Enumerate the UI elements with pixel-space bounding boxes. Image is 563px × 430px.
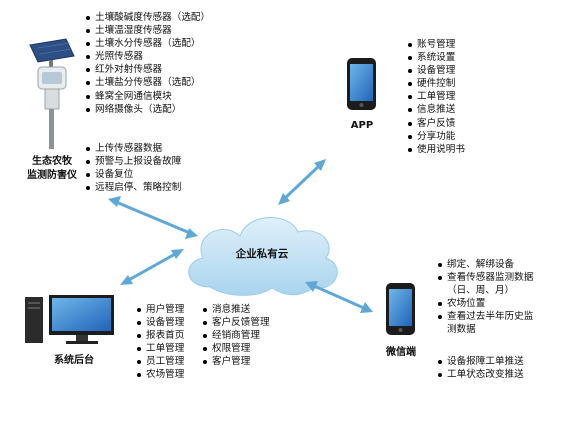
- list-item: 使用说明书: [408, 143, 465, 156]
- device-label: 生态农牧 监测防害仪: [18, 155, 86, 183]
- list-item: 消息推送: [203, 303, 270, 316]
- list-item: 工单状态改变推送: [438, 368, 524, 381]
- list-item: 土壤水分传感器（选配）: [86, 37, 210, 50]
- arrow-wechat-cloud: [305, 281, 373, 313]
- app-feature-list: 账号管理 系统设置 设备管理 硬件控制 工单管理 信息推送 客户反馈 分享功能 …: [408, 38, 465, 156]
- list-item: 土壤温湿度传感器: [86, 24, 210, 37]
- list-item: 绑定、解绑设备: [438, 258, 533, 271]
- list-item: 土壤盐分传感器（选配）: [86, 76, 210, 89]
- device-label-line1: 生态农牧: [32, 156, 72, 167]
- backend-label: 系统后台: [54, 355, 94, 366]
- arrow-app-cloud: [278, 159, 326, 205]
- wechat-label: 微信端: [386, 347, 416, 358]
- device-label-line2: 监测防害仪: [27, 170, 77, 181]
- monitoring-device-icon: [29, 38, 75, 149]
- cloud-icon: [188, 217, 338, 296]
- arrow-device-cloud: [108, 196, 198, 239]
- wechat-feature-list-b: 设备报障工单推送 工单状态改变推送: [438, 355, 524, 381]
- device-function-list: 上传传感器数据 预警与上报设备故障 设备复位 远程启停、策略控制: [86, 142, 181, 194]
- list-item: 查看过去半年历史监: [438, 310, 533, 323]
- app-label: APP: [350, 120, 374, 131]
- list-item: 员工管理: [137, 355, 184, 368]
- list-item: 光照传感器: [86, 50, 210, 63]
- backend-list-col1: 用户管理 设备管理 报表首页 工单管理 员工管理 农场管理: [137, 303, 184, 382]
- list-item-continuation: （日、周、月）: [447, 285, 515, 297]
- list-item: 客户反馈: [408, 117, 465, 130]
- list-item: 预警与上报设备故障: [86, 155, 181, 168]
- list-item: 农场管理: [137, 368, 184, 381]
- list-item: 设备复位: [86, 168, 181, 181]
- app-phone-icon: [347, 58, 376, 110]
- list-item: 硬件控制: [408, 77, 465, 90]
- list-item: 分享功能: [408, 130, 465, 143]
- list-item: 远程启停、策略控制: [86, 181, 181, 194]
- list-item: 土壤酸碱度传感器（选配）: [86, 11, 210, 24]
- arrow-backend-cloud: [120, 249, 184, 285]
- list-item: 工单管理: [408, 90, 465, 103]
- list-item: 设备管理: [408, 64, 465, 77]
- list-item: 信息推送: [408, 103, 465, 116]
- backend-list-col2: 消息推送 客户反馈管理 经销商管理 权限管理 客户管理: [203, 303, 270, 368]
- list-item-continuation: 测数据: [447, 324, 476, 336]
- list-item: 权限管理: [203, 342, 270, 355]
- list-item: 农场位置: [438, 297, 533, 310]
- list-item: 设备报障工单推送: [438, 355, 524, 368]
- cloud-label: 企业私有云: [235, 248, 289, 260]
- list-item: 蜂窝全网通信模块: [86, 90, 210, 103]
- wechat-phone-icon: [386, 283, 415, 335]
- list-item: 红外对射传感器: [86, 63, 210, 76]
- list-item: 工单管理: [137, 342, 184, 355]
- list-item: 设备管理: [137, 316, 184, 329]
- list-item: 网络摄像头（选配）: [86, 103, 210, 116]
- list-item: 用户管理: [137, 303, 184, 316]
- wechat-feature-list-a: 绑定、解绑设备 查看传感器监测数据 （日、周、月） 农场位置 查看过去半年历史监…: [438, 258, 533, 337]
- computer-icon: [25, 295, 114, 344]
- device-sensor-list: 土壤酸碱度传感器（选配） 土壤温湿度传感器 土壤水分传感器（选配） 光照传感器 …: [86, 11, 210, 116]
- list-item: 上传传感器数据: [86, 142, 181, 155]
- list-item: 客户管理: [203, 355, 270, 368]
- list-item: 经销商管理: [203, 329, 270, 342]
- list-item: 报表首页: [137, 329, 184, 342]
- list-item: 查看传感器监测数据: [438, 271, 533, 284]
- list-item: 账号管理: [408, 38, 465, 51]
- list-item: 客户反馈管理: [203, 316, 270, 329]
- list-item: 系统设置: [408, 51, 465, 64]
